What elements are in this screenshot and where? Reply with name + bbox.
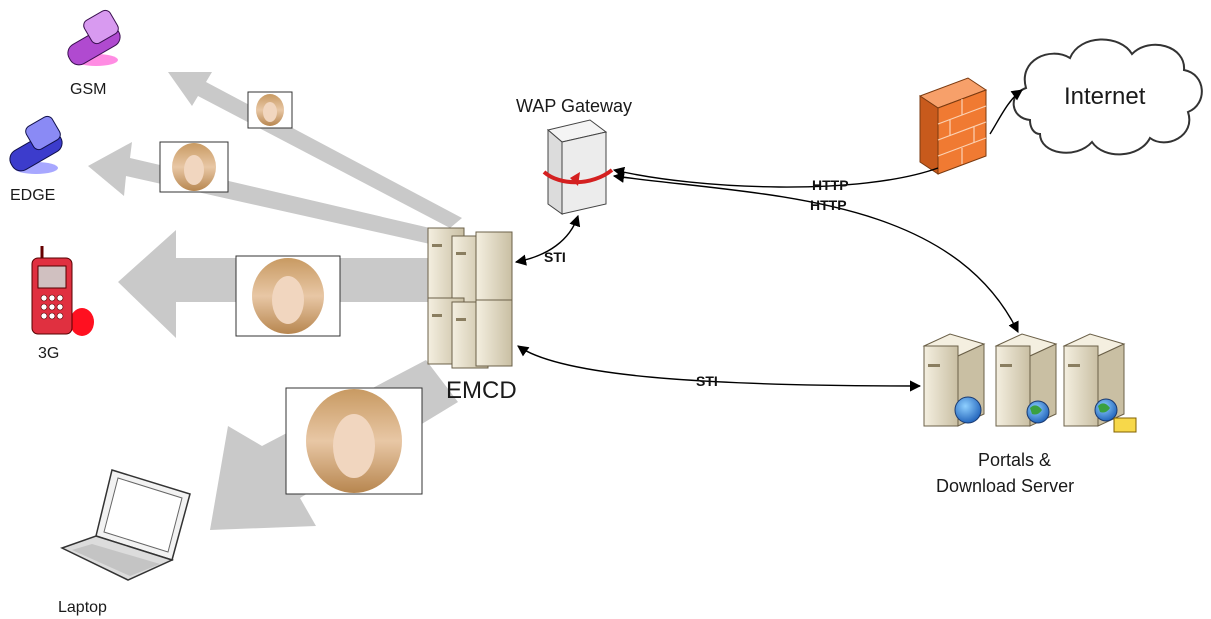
firewall-icon — [918, 77, 988, 175]
connector-firewall-internet — [989, 89, 1023, 135]
3g-phone-icon — [31, 246, 94, 336]
portals-label-line1: Portals & — [978, 450, 1051, 470]
laptop-label: Laptop — [58, 599, 107, 616]
laptop-icon — [60, 469, 191, 581]
http-internet-label: HTTP — [812, 177, 849, 193]
connectors — [514, 89, 1023, 392]
wap-gateway-server-icon — [542, 119, 614, 215]
thumbnail-large — [235, 255, 341, 337]
edge-phone-icon — [9, 115, 63, 174]
flow-arrow-edge — [88, 142, 430, 244]
content-thumbnails — [159, 91, 423, 495]
thumbnail-small — [247, 91, 293, 129]
sti-portals-label: STI — [696, 373, 718, 389]
portal-server-2-icon — [994, 333, 1058, 427]
portals-label-line2: Download Server — [936, 476, 1074, 496]
http-portals-label: HTTP — [810, 197, 847, 213]
emcd-label: EMCD — [446, 377, 517, 404]
gsm-label: GSM — [70, 81, 106, 98]
edge-label: EDGE — [10, 187, 55, 204]
portals-server-group-icon — [922, 333, 1137, 433]
connector-wap-portals — [612, 171, 1019, 334]
portal-server-3-icon — [1062, 333, 1137, 433]
internet-cloud-icon — [1012, 38, 1203, 156]
thumbnail-medium — [159, 141, 229, 193]
connector-emcd-portals — [517, 345, 922, 392]
thumbnail-xlarge — [285, 387, 423, 495]
wap-gateway-label: WAP Gateway — [516, 96, 632, 116]
sti-wap-label: STI — [544, 249, 566, 265]
portal-server-1-icon — [922, 333, 986, 427]
internet-label: Internet — [1064, 83, 1146, 110]
flow-arrow-gsm — [168, 72, 462, 228]
3g-label: 3G — [38, 345, 59, 362]
connector-emcd-wap — [514, 214, 581, 266]
gsm-phone-icon — [67, 9, 121, 66]
emcd-server-stack-icon — [427, 227, 513, 369]
connector-wap-firewall — [612, 166, 939, 188]
